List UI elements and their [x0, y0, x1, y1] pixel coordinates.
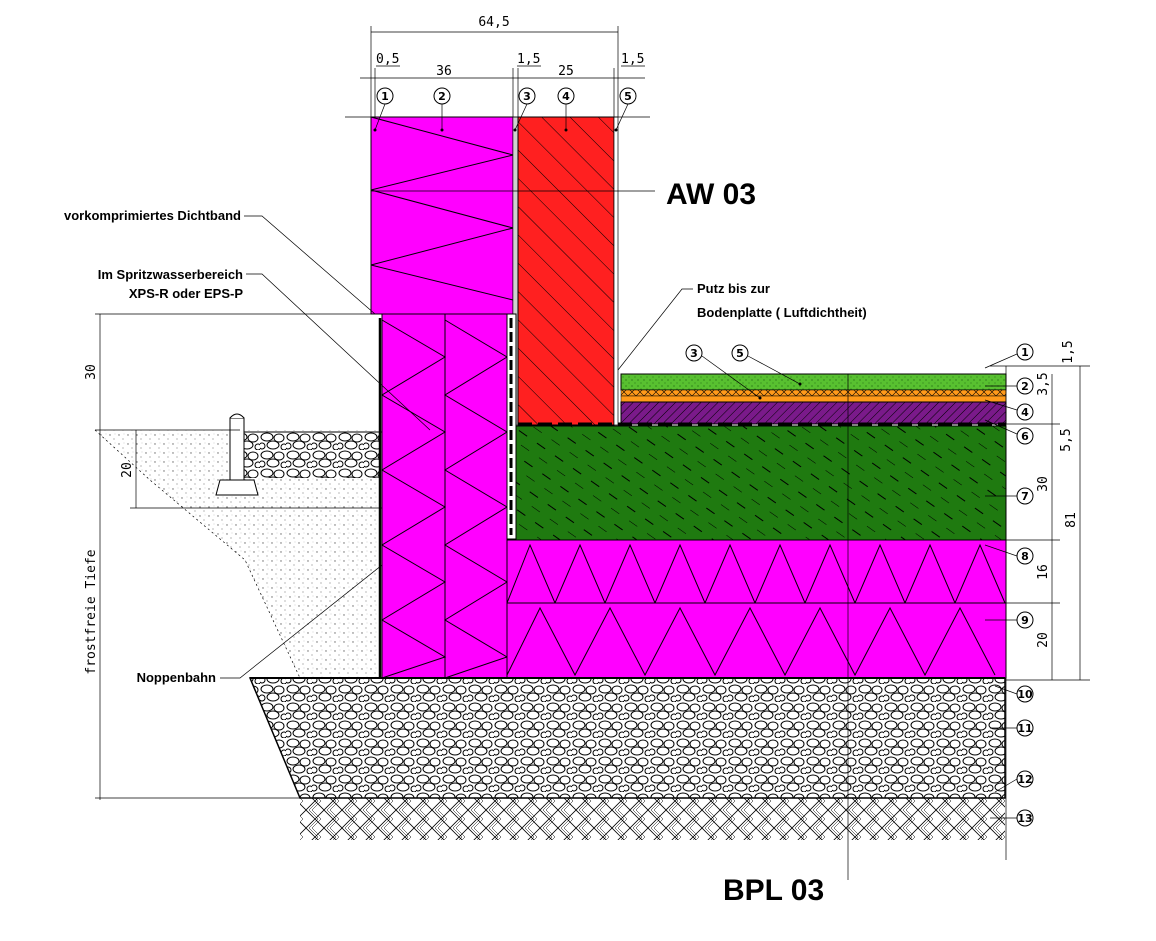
svg-text:6: 6 [1021, 430, 1029, 443]
svg-text:81: 81 [1064, 512, 1079, 528]
svg-text:frostfreie Tiefe: frostfreie Tiefe [84, 549, 99, 674]
svg-text:5: 5 [736, 347, 744, 360]
svg-text:7: 7 [1021, 490, 1029, 503]
svg-text:30: 30 [84, 364, 99, 380]
svg-text:10: 10 [1017, 688, 1033, 701]
annotation-spritzwasser: Im Spritzwasserbereich XPS-R oder EPS-P [98, 267, 431, 431]
svg-text:20: 20 [1036, 632, 1051, 648]
svg-text:64,5: 64,5 [478, 15, 509, 30]
svg-text:3: 3 [523, 90, 531, 103]
wall-insulation [370, 116, 514, 315]
svg-text:vorkomprimiertes Dichtband: vorkomprimiertes Dichtband [64, 208, 241, 223]
svg-text:3: 3 [690, 347, 698, 360]
top-dimensions: 64,5 0,5 36 1,5 25 1,5 [345, 15, 650, 118]
svg-text:9: 9 [1021, 614, 1029, 627]
svg-text:2: 2 [1021, 380, 1029, 393]
svg-text:4: 4 [562, 90, 570, 103]
aw-label: AW 03 [666, 178, 756, 211]
floor-markers-right: 1 2 4 6 7 8 9 10 11 12 13 [984, 343, 1034, 827]
slab-insulation-upper [506, 539, 1007, 604]
svg-text:3,5: 3,5 [1036, 372, 1051, 395]
annotation-putz: Putz bis zur Bodenplatte ( Luftdichtheit… [617, 281, 867, 371]
floor-top-layer [620, 373, 1007, 391]
svg-text:XPS-R oder EPS-P: XPS-R oder EPS-P [129, 286, 243, 301]
svg-text:Putz bis zur: Putz bis zur [697, 281, 770, 296]
svg-text:5: 5 [624, 90, 632, 103]
svg-text:1: 1 [1021, 346, 1029, 359]
svg-text:0,5: 0,5 [376, 52, 399, 67]
svg-text:8: 8 [1021, 550, 1029, 563]
left-dimensions: 30 20 frostfreie Tiefe [84, 313, 382, 800]
svg-text:Bodenplatte ( Luftdichtheit): Bodenplatte ( Luftdichtheit) [697, 305, 867, 320]
svg-text:1,5: 1,5 [517, 52, 540, 67]
svg-text:30: 30 [1036, 476, 1051, 492]
edging-stone [215, 413, 259, 496]
floor-markers-top: 3 5 [685, 344, 802, 400]
svg-text:12: 12 [1017, 773, 1032, 786]
subsoil [300, 798, 1005, 840]
svg-text:25: 25 [558, 64, 574, 79]
svg-text:20: 20 [120, 462, 135, 478]
ground-fill [94, 429, 382, 679]
svg-text:5,5: 5,5 [1059, 428, 1074, 451]
gravel-strip [240, 432, 380, 478]
wall-markers: 1 2 3 4 5 [373, 87, 637, 132]
annotation-noppenbahn: Noppenbahn [137, 564, 383, 685]
svg-text:36: 36 [436, 64, 452, 79]
gravel-base [248, 677, 1006, 799]
svg-text:Noppenbahn: Noppenbahn [137, 670, 216, 685]
slab-insulation-lower [506, 602, 1007, 679]
svg-text:1,5: 1,5 [621, 52, 644, 67]
svg-text:Im Spritzwasserbereich: Im Spritzwasserbereich [98, 267, 243, 282]
svg-text:1,5: 1,5 [1061, 340, 1076, 363]
svg-text:16: 16 [1036, 564, 1051, 580]
bpl-label: BPL 03 [723, 874, 824, 907]
svg-text:1: 1 [381, 90, 389, 103]
svg-text:2: 2 [438, 90, 446, 103]
svg-text:11: 11 [1017, 722, 1032, 735]
annotation-dichtband: vorkomprimiertes Dichtband [64, 208, 376, 315]
svg-text:13: 13 [1017, 812, 1032, 825]
right-dimensions: 1,5 3,5 5,5 30 16 20 81 [990, 340, 1090, 860]
svg-text:4: 4 [1021, 406, 1029, 419]
